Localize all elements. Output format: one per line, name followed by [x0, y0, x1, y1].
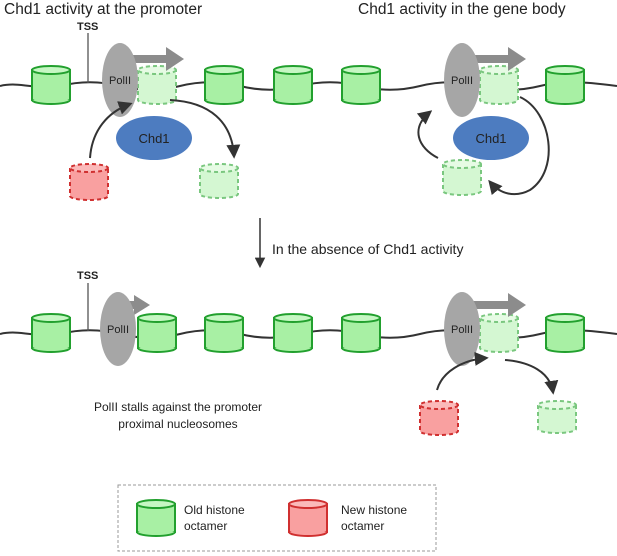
new-nucleosome [69, 163, 109, 201]
old-nucleosome [31, 313, 71, 353]
incorporation-arrow [436, 351, 489, 391]
recycling-arrow-up [416, 110, 439, 159]
eviction-arrow [504, 359, 559, 395]
old-nucleosome [341, 313, 381, 353]
legend-new-label-line2: octamer [341, 519, 384, 533]
new-nucleosome [419, 400, 459, 436]
polii-label: PolII [107, 324, 129, 336]
evicted-nucleosome [199, 163, 239, 199]
tss-label-bottom: TSS [77, 270, 98, 282]
chd1-gene-body: Chd1 [453, 116, 529, 160]
polii-label: PolII [451, 324, 473, 336]
transcription-direction-arrow [124, 295, 150, 315]
faded-nucleosome [479, 65, 519, 105]
legend-old-label-line1: Old histone [184, 503, 245, 517]
promoter-title: Chd1 activity at the promoter [4, 1, 202, 18]
chd1-label: Chd1 [475, 131, 506, 146]
faded-nucleosome [137, 65, 177, 105]
recycled-nucleosome [442, 159, 482, 196]
polii-gene-body-bottom: PolII [444, 292, 526, 366]
old-nucleosome [204, 65, 244, 105]
chd1-label: Chd1 [138, 131, 169, 146]
transcription-direction-arrow [470, 293, 526, 317]
polii-promoter: PolII [102, 43, 184, 117]
old-nucleosome-stalled [137, 313, 177, 353]
transition-label: In the absence of Chd1 activity [272, 241, 463, 257]
polii-label: PolII [451, 75, 473, 87]
old-nucleosome [204, 313, 244, 353]
transcription-direction-arrow [470, 47, 526, 71]
old-nucleosome [545, 65, 585, 105]
old-nucleosome [273, 313, 313, 353]
polii-gene-body: PolII [444, 43, 526, 117]
legend-new-label-line1: New histone [341, 503, 407, 517]
eviction-arrow [169, 99, 241, 159]
incorporation-arrow [89, 101, 133, 159]
stall-caption-line2: proximal nucleosomes [118, 417, 237, 431]
old-nucleosome [545, 313, 585, 353]
old-nucleosome [31, 65, 71, 105]
old-nucleosome [273, 65, 313, 105]
legend: Old histone octamer New histone octamer [117, 484, 437, 552]
chd1-promoter: Chd1 [116, 116, 192, 160]
evicted-nucleosome [537, 400, 577, 434]
legend-old-label-line2: octamer [184, 519, 227, 533]
tss-label-top: TSS [77, 21, 98, 33]
faded-nucleosome [479, 313, 519, 353]
legend-new-swatch [288, 499, 328, 537]
old-nucleosome [341, 65, 381, 105]
transcription-direction-arrow [128, 47, 184, 71]
polii-label: PolII [109, 75, 131, 87]
legend-old-swatch [136, 499, 176, 537]
gene-body-title: Chd1 activity in the gene body [358, 1, 566, 18]
polii-stalled: PolII [100, 292, 150, 366]
recycling-arrow-down [488, 96, 550, 196]
stall-caption-line1: PolII stalls against the promoter [94, 400, 262, 414]
